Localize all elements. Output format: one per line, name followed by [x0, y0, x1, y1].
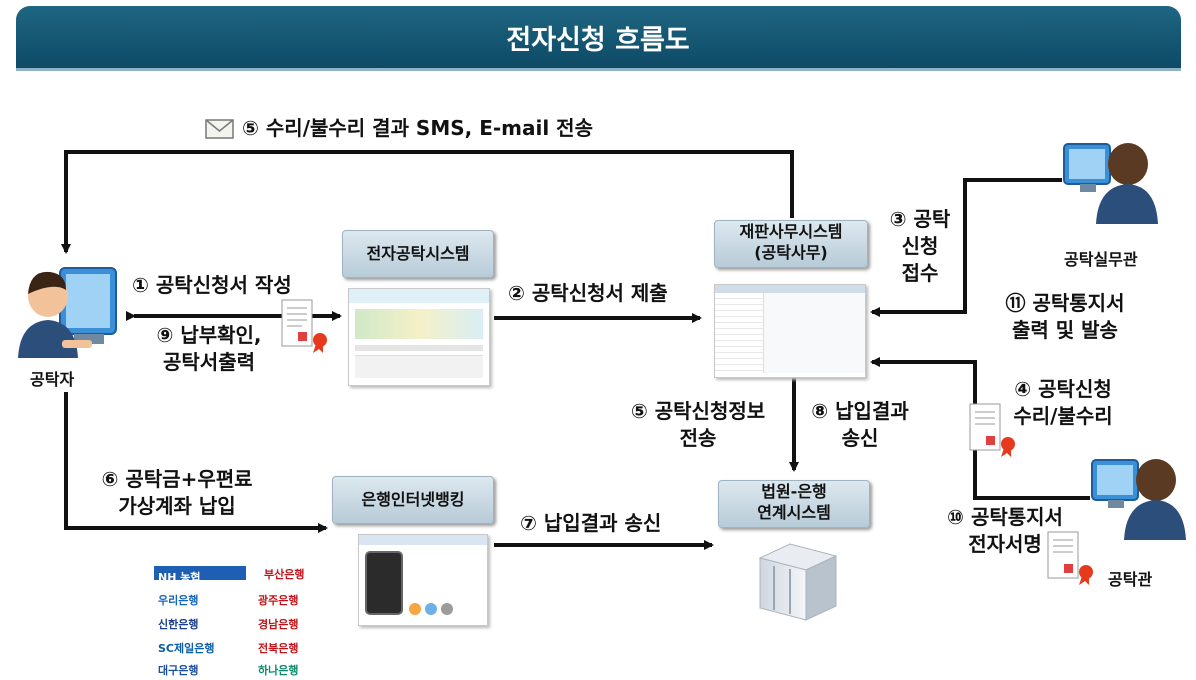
clerk-person-icon — [1063, 143, 1158, 224]
label-step8-line1: ⑧ 납입결과 — [811, 399, 909, 423]
label-step6-line2: 가상계좌 납입 — [118, 494, 236, 518]
label-step3-line3: 접수 — [901, 261, 939, 285]
bank-logo-nh: NH 농협 — [154, 566, 246, 584]
label-step5-info-line2: 전송 — [679, 426, 717, 450]
label-step11-line2: 출력 및 발송 — [1012, 318, 1118, 342]
bank-logo-daegu: 대구은행 — [158, 664, 199, 677]
officer-label: 공탁관 — [1108, 570, 1153, 589]
label-step9-line1: ⑨ 납부확인, — [156, 323, 262, 347]
label-step11-line1: ⑪ 공탁통지서 — [1005, 291, 1125, 315]
bank-internet-box: 은행인터넷뱅킹 — [332, 476, 494, 524]
certificate-with-seal-icon-2 — [969, 403, 1015, 457]
label-step5-info-line1: ⑤ 공탁신청정보 — [630, 399, 766, 423]
person-at-computer-icon — [18, 267, 117, 358]
certificate-with-seal-icon — [281, 299, 327, 353]
arrow-receive — [870, 178, 1062, 317]
label-step3-line1: ③ 공탁 — [889, 207, 951, 231]
label-step3-line2: 신청 — [901, 234, 939, 258]
bank-screenshot — [358, 534, 488, 626]
label-step8: ⑧ 납입결과 송신 — [800, 398, 920, 452]
label-step6-line1: ⑥ 공탁금+우편료 — [101, 467, 253, 491]
link-system-line2: 연계시스템 — [757, 503, 831, 522]
clerk-label: 공탁실무관 — [1064, 250, 1138, 269]
label-step10-line1: ⑩ 공탁통지서 — [947, 505, 1063, 529]
label-step1: ① 공탁신청서 작성 — [132, 273, 292, 297]
label-step4-line2: 수리/불수리 — [1013, 404, 1113, 428]
label-step5-sms: ⑤ 수리/불수리 결과 SMS, E-mail 전송 — [242, 116, 593, 140]
arrow-sms — [61, 150, 794, 254]
bank-logo-shinhan: 신한은행 — [158, 618, 199, 631]
court-system-line1: 재판사무시스템 — [739, 222, 843, 241]
court-system-line2: (공탁사무) — [754, 243, 828, 262]
arrow-payment — [64, 392, 328, 533]
bank-logo-gwangju: 광주은행 — [258, 594, 299, 607]
bank-logo-sc: SC제일은행 — [158, 642, 215, 655]
label-step6: ⑥ 공탁금+우편료 가상계좌 납입 — [72, 466, 282, 520]
applicant-label: 공탁자 — [30, 370, 75, 389]
label-step7: ⑦ 납입결과 송신 — [520, 511, 662, 535]
bank-logo-gyeongnam: 경남은행 — [258, 618, 299, 631]
label-step9-line2: 공탁서출력 — [163, 350, 255, 374]
label-step10-line2: 전자서명 — [968, 532, 1042, 556]
envelope-icon — [205, 119, 234, 139]
label-step9: ⑨ 납부확인, 공탁서출력 — [134, 322, 284, 376]
title-banner — [16, 6, 1181, 71]
court-bank-link-box: 법원-은행 연계시스템 — [718, 480, 870, 528]
court-system-box: 재판사무시스템 (공탁사무) — [714, 220, 868, 268]
label-step4-line1: ④ 공탁신청 — [1014, 377, 1112, 401]
bank-logo-jeonbuk: 전북은행 — [258, 642, 299, 655]
e-deposit-system-box: 전자공탁시스템 — [342, 230, 494, 278]
bank-logo-woori: 우리은행 — [158, 594, 199, 607]
page-title: 전자신청 흐름도 — [506, 25, 690, 56]
bank-logo-busan: 부산은행 — [264, 568, 305, 581]
label-step11: ⑪ 공탁통지서 출력 및 발송 — [980, 290, 1150, 344]
label-step5-info: ⑤ 공탁신청정보 전송 — [608, 398, 788, 452]
e-deposit-screenshot — [348, 288, 490, 386]
officer-person-icon — [1091, 459, 1186, 540]
label-step8-line2: 송신 — [841, 426, 879, 450]
label-step4: ④ 공탁신청 수리/불수리 — [988, 376, 1138, 430]
label-step2: ② 공탁신청서 제출 — [508, 281, 668, 305]
server-icon — [758, 543, 838, 621]
label-step3: ③ 공탁 신청 접수 — [880, 206, 960, 287]
court-system-screenshot — [714, 284, 866, 378]
certificate-with-seal-icon-3 — [1047, 531, 1093, 585]
link-system-line1: 법원-은행 — [761, 482, 827, 501]
label-step10: ⑩ 공탁통지서 전자서명 — [920, 504, 1090, 558]
bank-logo-hana: 하나은행 — [258, 664, 299, 677]
